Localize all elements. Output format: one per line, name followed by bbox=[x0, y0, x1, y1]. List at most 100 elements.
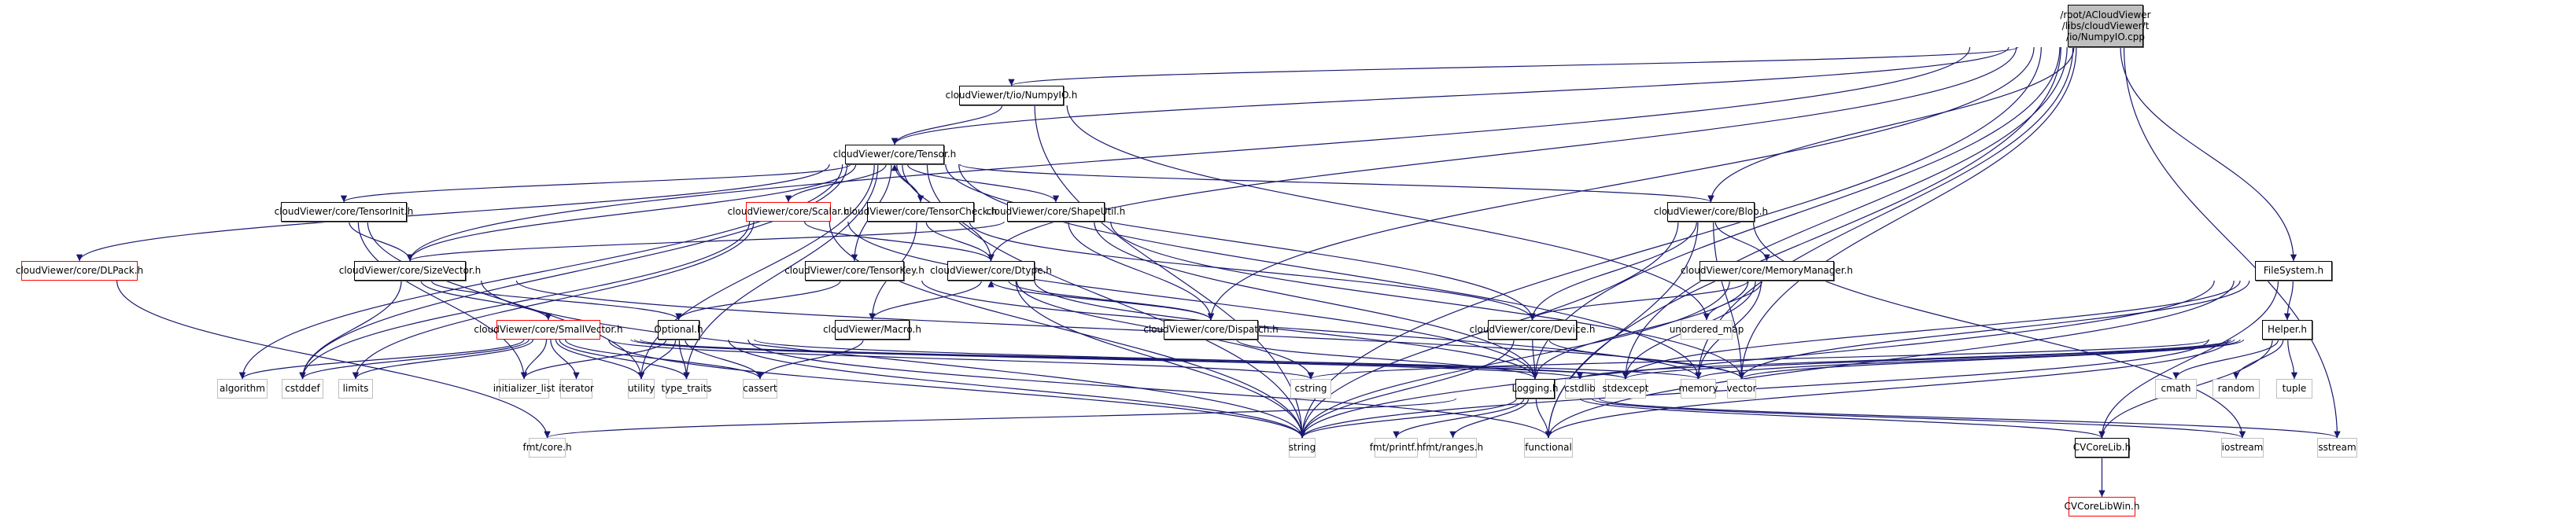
node-dispatch-h[interactable]: cloudViewer/core/Dispatch.h bbox=[1143, 320, 1279, 340]
node-label: cstring bbox=[1294, 383, 1327, 394]
edge-optional-h-to-utility bbox=[637, 339, 677, 380]
node-label: cloudViewer/core/Tensor.h bbox=[832, 149, 957, 160]
edge-tensorinit-h-to-initializer-list bbox=[357, 221, 528, 380]
node-cstdlib: cstdlib bbox=[1564, 379, 1596, 399]
node-tensor-h[interactable]: cloudViewer/core/Tensor.h bbox=[833, 145, 956, 164]
node-tensorcheck-h[interactable]: cloudViewer/core/TensorCheck.h bbox=[844, 202, 997, 222]
node-dlpack-h[interactable]: cloudViewer/core/DLPack.h bbox=[16, 261, 143, 281]
edge-root-to-vector bbox=[1738, 46, 2077, 380]
node-label: /root/ACloudViewer /libs/cloudViewer/t /… bbox=[2060, 9, 2151, 42]
node-dtype-h[interactable]: cloudViewer/core/Dtype.h bbox=[930, 261, 1052, 281]
node-scalar-h[interactable]: cloudViewer/core/Scalar.h bbox=[728, 202, 849, 222]
node-label: fmt/printf.h bbox=[1369, 442, 1423, 453]
node-optional-h[interactable]: Optional.h bbox=[654, 320, 703, 340]
node-memorymanager-h[interactable]: cloudViewer/core/MemoryManager.h bbox=[1681, 261, 1853, 281]
edge-logging-h-to-fmt-core-h bbox=[544, 398, 1457, 439]
node-tensorkey-h[interactable]: cloudViewer/core/TensorKey.h bbox=[784, 261, 924, 281]
node-label: CVCoreLibWin.h bbox=[2064, 501, 2140, 512]
node-root[interactable]: /root/ACloudViewer /libs/cloudViewer/t /… bbox=[2060, 5, 2151, 47]
node-label: CVCoreLib.h bbox=[2072, 442, 2131, 453]
node-label: memory bbox=[1678, 383, 1718, 394]
edge-tensorcheck-h-to-device-h bbox=[969, 221, 1536, 321]
edge-tensor-h-to-blob-h bbox=[959, 164, 1714, 203]
edge-logging-h-to-string bbox=[1298, 398, 1517, 439]
edge-filesystem-h-to-cvcorelib-h bbox=[2098, 280, 2279, 439]
node-cvcorelibwin-h[interactable]: CVCoreLibWin.h bbox=[2065, 497, 2139, 516]
edge-logging-h-to-sstream bbox=[1598, 398, 2341, 439]
node-label: tuple bbox=[2282, 383, 2307, 394]
node-type-traits: type_traits bbox=[661, 379, 712, 399]
edge-memorymanager-h-to-device-h bbox=[1529, 280, 1749, 321]
edge-smallvector-h-to-stdexcept bbox=[633, 339, 1629, 380]
node-vector: vector bbox=[1726, 379, 1757, 399]
node-label: Logging.h bbox=[1511, 383, 1559, 394]
edge-root-to-stdexcept bbox=[1622, 46, 2068, 380]
edge-smallvector-h-to-string bbox=[608, 339, 1306, 439]
node-logging-h[interactable]: Logging.h bbox=[1511, 379, 1559, 399]
edge-tensor-h-to-shapeutil-h bbox=[906, 164, 1060, 203]
node-label: cloudViewer/core/ShapeUtil.h bbox=[986, 206, 1126, 217]
node-sstream: sstream bbox=[2317, 438, 2357, 458]
node-iostream: iostream bbox=[2221, 438, 2264, 458]
edge-scalar-h-to-cstddef bbox=[299, 221, 751, 380]
node-blob-h[interactable]: cloudViewer/core/Blob.h bbox=[1654, 202, 1768, 222]
node-random: random bbox=[2212, 379, 2260, 399]
edge-smallvector-h-to-algorithm bbox=[238, 339, 525, 380]
node-fmt-core-h: fmt/core.h bbox=[522, 438, 572, 458]
node-label: cstdlib bbox=[1564, 383, 1596, 394]
node-unordered-map: unordered_map bbox=[1670, 320, 1744, 340]
node-memory: memory bbox=[1678, 379, 1718, 399]
edge-tensor-h-to-device-h bbox=[945, 164, 1536, 321]
node-label: fmt/core.h bbox=[522, 442, 572, 453]
edge-smallvector-h-to-initializer-list bbox=[520, 339, 548, 380]
node-macro-h[interactable]: cloudViewer/Macro.h bbox=[823, 320, 921, 340]
node-smallvector-h[interactable]: cloudViewer/core/SmallVector.h bbox=[474, 320, 623, 340]
edge-shapeutil-h-to-dispatch-h bbox=[1068, 221, 1215, 321]
edge-smallvector-h-to-iterator bbox=[550, 339, 580, 380]
edge-tensorkey-h-to-memory bbox=[921, 280, 1702, 380]
node-shapeutil-h[interactable]: cloudViewer/core/ShapeUtil.h bbox=[987, 202, 1125, 222]
edge-root-to-dispatch-h bbox=[1207, 46, 2035, 321]
edge-filesystem-h-to-vector bbox=[1738, 280, 2250, 380]
node-label: Optional.h bbox=[654, 324, 703, 335]
node-label: cloudViewer/core/MemoryManager.h bbox=[1680, 265, 1854, 276]
edge-filesystem-h-to-helper-h bbox=[2283, 280, 2294, 321]
node-cassert: cassert bbox=[743, 379, 777, 399]
edge-root-to-tensor-h bbox=[891, 46, 2010, 145]
edge-root-to-sstream bbox=[2123, 46, 2341, 439]
edge-scalar-h-to-string bbox=[829, 221, 1306, 439]
node-tensorinit-h[interactable]: cloudViewer/core/TensorInit.h bbox=[275, 202, 413, 222]
node-numpyio-h[interactable]: cloudViewer/t/io/NumpyIO.h bbox=[946, 86, 1077, 105]
node-cvcorelib-h[interactable]: CVCoreLib.h bbox=[2072, 438, 2131, 458]
edge-memorymanager-h-to-unordered-map bbox=[1703, 280, 1762, 321]
node-label: cloudViewer/core/Device.h bbox=[1469, 324, 1596, 335]
node-cmath: cmath bbox=[2155, 379, 2197, 399]
node-helper-h[interactable]: Helper.h bbox=[2262, 320, 2312, 340]
edge-sizevector-h-to-cstddef bbox=[299, 280, 402, 380]
edge-memorymanager-h-to-string bbox=[1298, 280, 1730, 439]
edge-sizevector-h-to-smallvector-h bbox=[420, 280, 552, 321]
node-filesystem-h[interactable]: FileSystem.h bbox=[2255, 261, 2332, 281]
edge-root-to-numpyio-h bbox=[1008, 46, 2019, 86]
edge-tensorkey-h-to-optional-h bbox=[675, 280, 841, 321]
node-sizevector-h[interactable]: cloudViewer/core/SizeVector.h bbox=[339, 261, 481, 281]
edge-shapeutil-h-to-sizevector-h bbox=[407, 221, 1005, 262]
edge-smallvector-h-to-limits bbox=[352, 339, 533, 380]
edge-helper-h-to-functional bbox=[1544, 339, 2229, 439]
edge-optional-h-to-type-traits bbox=[678, 339, 690, 380]
edge-helper-h-to-cmath bbox=[2172, 339, 2279, 380]
edge-shapeutil-h-to-vector bbox=[1110, 221, 1745, 380]
edge-helper-h-to-tuple bbox=[2287, 339, 2298, 380]
edge-device-h-to-logging-h bbox=[1531, 339, 1539, 380]
edge-logging-h-to-iostream bbox=[1591, 398, 2246, 439]
edge-tensor-h-to-sizevector-h bbox=[406, 164, 857, 262]
edge-helper-h-to-cstdlib bbox=[1577, 339, 2231, 380]
node-label: cloudViewer/core/Dtype.h bbox=[930, 265, 1052, 276]
edge-optional-h-to-stdexcept bbox=[754, 339, 1629, 380]
node-label: cstddef bbox=[285, 383, 320, 394]
node-cstring: cstring bbox=[1290, 379, 1331, 399]
node-device-h[interactable]: cloudViewer/core/Device.h bbox=[1470, 320, 1595, 340]
node-label: cmath bbox=[2161, 383, 2191, 394]
edge-shapeutil-h-to-logging-h bbox=[1094, 221, 1539, 380]
